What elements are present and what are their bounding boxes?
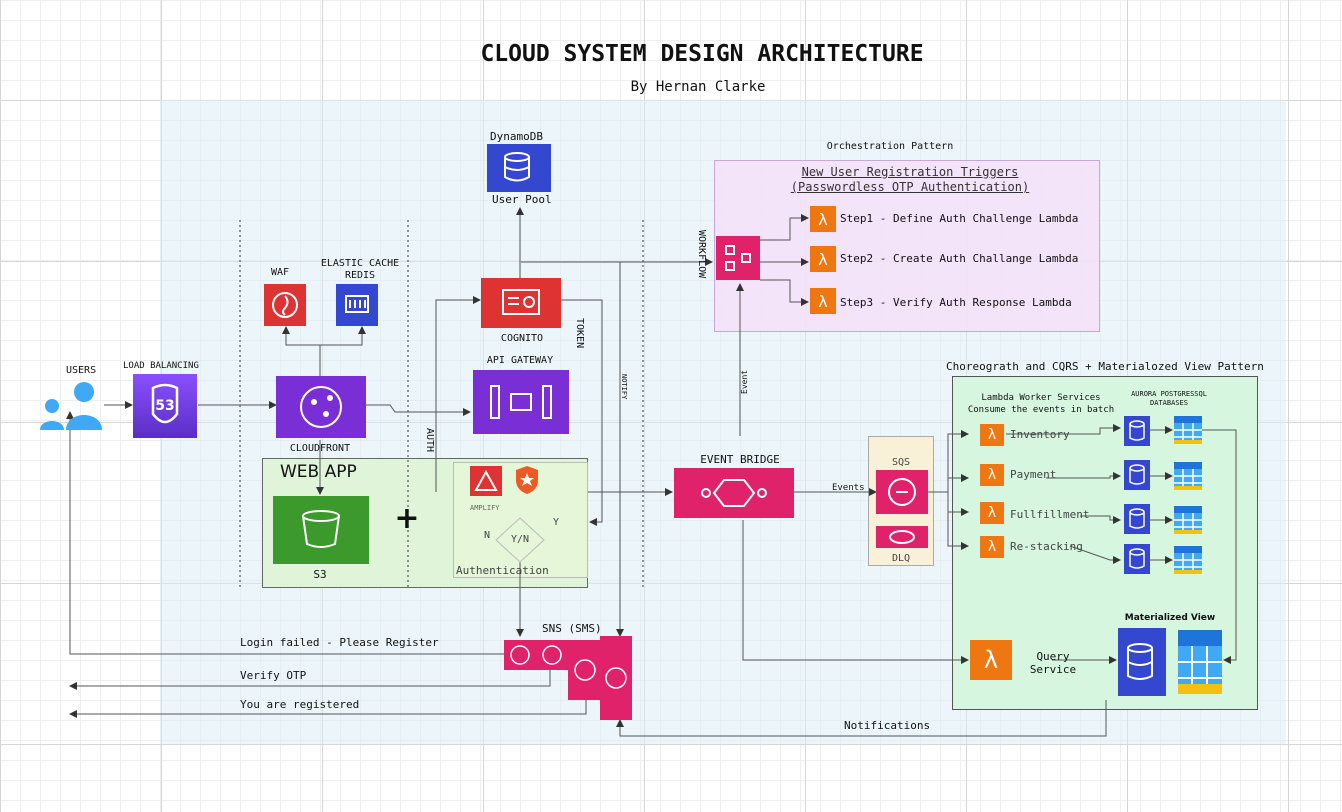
- message-registered: You are registered: [240, 698, 360, 711]
- api-gateway-icon: [473, 370, 569, 434]
- cognito-label: COGNITO: [500, 333, 544, 344]
- worker-inventory: Inventory: [1010, 428, 1070, 441]
- page-title: CLOUD SYSTEM DESIGN ARCHITECTURE: [480, 41, 924, 67]
- authentication-label: Authentication: [456, 564, 549, 577]
- amplify-label: AMPLIFY: [470, 504, 500, 512]
- sqs-icon: [876, 470, 928, 514]
- dlq-label: DLQ: [891, 553, 911, 564]
- lambda-step2-icon: λ: [810, 246, 836, 272]
- workers-title: Lambda Worker Services Consume the event…: [967, 393, 1115, 415]
- aurora-db-fullfillment-icon: [1124, 504, 1150, 534]
- decision-diamond: [494, 516, 546, 564]
- waf-icon: [264, 284, 306, 326]
- lambda-payment-icon: λ: [980, 464, 1004, 486]
- auth0-icon: [514, 464, 540, 496]
- decision-label: Y/N: [510, 534, 530, 545]
- sns-registered-icon: [568, 640, 602, 700]
- worker-payment: Payment: [1010, 468, 1057, 481]
- choreography-header: Choreograth and CQRS + Materialozed View…: [946, 360, 1264, 373]
- elastic-cache-label: ELASTIC CACHE REDIS: [320, 258, 400, 281]
- load-balancing-label: LOAD BALANCING: [123, 361, 199, 371]
- aurora-db-payment-icon: [1124, 460, 1150, 490]
- route53-badge: 53: [155, 398, 175, 414]
- message-verify-otp: Verify OTP: [240, 669, 307, 682]
- event-bridge-icon: [674, 468, 794, 518]
- amplify-icon: [470, 466, 502, 496]
- cloudfront-label: CLOUDFRONT: [289, 443, 351, 454]
- lambda-restacking-icon: λ: [980, 536, 1004, 558]
- elastic-cache-icon: [336, 284, 378, 326]
- orchestration-step3: Step3 - Verify Auth Response Lambda: [840, 296, 1072, 309]
- materialized-view-db-icon: [1118, 628, 1166, 696]
- page-subtitle: By Hernan Clarke: [630, 79, 766, 95]
- users-label: USERS: [66, 365, 97, 376]
- worker-restacking: Re-stacking: [1010, 540, 1083, 553]
- dynamodb-label: DynamoDB: [490, 130, 543, 143]
- materialized-view-table-icon: [1178, 630, 1222, 694]
- materialized-view-label: Materialized View: [1124, 613, 1216, 623]
- table-restacking-icon: [1174, 546, 1202, 574]
- table-inventory-icon: [1174, 416, 1202, 444]
- cloudfront-icon: [276, 376, 366, 438]
- token-label: TOKEN: [574, 318, 585, 349]
- orchestration-header: Orchestration Pattern: [826, 141, 954, 152]
- waf-label: WAF: [271, 267, 290, 278]
- sns-login-failed-icon: [504, 640, 536, 670]
- dynamodb-icon: [487, 144, 551, 192]
- step-functions-icon: [716, 236, 760, 280]
- sns-verify-otp-icon: [536, 640, 568, 670]
- event-label: Event: [740, 369, 749, 394]
- databases-title: AURORA POSTGRESSQL DATABASES: [1131, 390, 1207, 407]
- decision-yes-label: Y: [553, 517, 560, 528]
- lambda-step3-icon: λ: [810, 288, 836, 314]
- query-service-label: Query Service: [1029, 650, 1077, 676]
- message-login-failed: Login failed - Please Register: [240, 636, 439, 649]
- cognito-icon: [481, 278, 561, 328]
- lambda-inventory-icon: λ: [980, 424, 1004, 446]
- event-bridge-label: EVENT BRIDGE: [700, 453, 780, 466]
- s3-icon: [273, 496, 369, 564]
- aurora-db-inventory-icon: [1124, 416, 1150, 446]
- auth-label: AUTH: [424, 428, 435, 453]
- notifications-label: Notifications: [844, 719, 931, 732]
- table-fullfillment-icon: [1174, 506, 1202, 534]
- aurora-db-restacking-icon: [1124, 544, 1150, 574]
- notify-label: NOTIFY: [620, 374, 628, 400]
- table-payment-icon: [1174, 462, 1202, 490]
- users-icon: [38, 380, 104, 430]
- worker-fullfillment: Fullfillment: [1010, 508, 1090, 521]
- orchestration-step2: Step2 - Create Auth Challange Lambda: [840, 252, 1079, 265]
- events-label: Events: [832, 483, 865, 493]
- sqs-label: SQS: [891, 457, 911, 468]
- orchestration-step1: Step1 - Define Auth Challenge Lambda: [840, 212, 1079, 225]
- orchestration-title-line2: (Passwordless OTP Authentication): [790, 180, 1030, 194]
- route53-icon: 53: [133, 374, 197, 438]
- user-pool-label: User Pool: [492, 193, 552, 206]
- web-app-label: WEB APP: [280, 462, 357, 482]
- workflow-label: WORKFLOW: [696, 230, 707, 279]
- lambda-fullfillment-icon: λ: [980, 502, 1004, 524]
- sns-notifications-icon: [600, 636, 632, 720]
- orchestration-region: [714, 160, 1100, 332]
- plus-sign: +: [394, 501, 420, 536]
- lambda-step1-icon: λ: [810, 206, 836, 232]
- api-gateway-label: API GATEWAY: [486, 355, 554, 366]
- decision-no-label: N: [484, 530, 491, 541]
- sns-label: SNS (SMS): [542, 622, 602, 635]
- orchestration-title-line1: New User Registration Triggers: [801, 165, 1019, 179]
- dlq-icon: [876, 526, 928, 548]
- lambda-query-icon: λ: [970, 640, 1012, 680]
- s3-label: S3: [313, 568, 327, 581]
